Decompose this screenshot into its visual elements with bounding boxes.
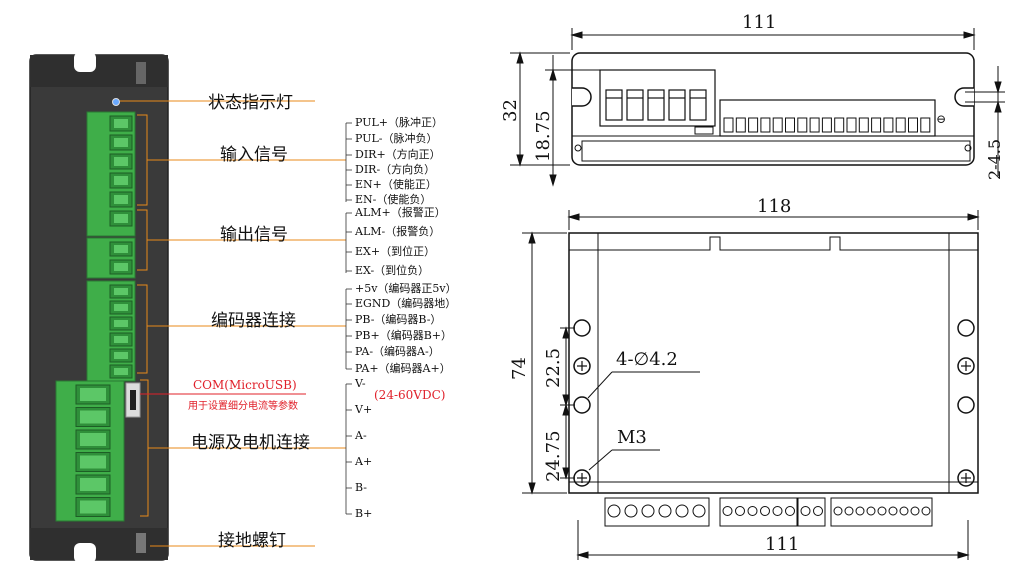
encoder-pin-label: EGND（编码器地） [355,297,457,310]
dim-thread: M3 [617,427,647,448]
power-pin-label: B- [355,481,368,494]
output-pin-label: ALM-（报警负） [355,225,441,238]
housing-top-flange [30,55,168,87]
mount-slot-top [74,52,96,72]
encoder-pin-label: +5v（编码器正5v） [355,282,457,295]
input-pin-label: EN-（使能负） [355,193,432,206]
orange-leader-lines [120,100,346,547]
output-pin-label: EX-（到位负） [355,264,430,277]
ground-screw [136,533,146,553]
voltage-label: (24-60VDC) [374,388,446,402]
dim-side-height: 32 [500,99,521,122]
dim-hole-spacing: 22.5 [543,347,564,388]
dim-body-height: 74 [509,357,530,380]
side-dimension-lines [510,28,1005,187]
power-pin-label: A+ [355,455,373,468]
top-view [568,232,979,527]
status-led-icon [112,98,120,106]
driver-front-view [29,52,352,563]
ground-screw-label: 接地螺钉 [218,531,286,551]
dim-small-gap: 2-4.5 [985,138,1004,180]
output-pin-label: EX+（到位正） [355,245,436,258]
input-signal-label: 输入信号 [220,145,288,165]
power-pin-label: A- [355,429,367,442]
dim-hole-bottom: 24.75 [543,430,564,482]
power-pin-label: V+ [355,403,373,416]
side-view [571,52,975,166]
dim-holes: 4-∅4.2 [616,349,678,370]
input-pin-label: EN+（使能正） [355,178,437,191]
dim-bottom-width: 111 [765,534,800,555]
dim-body-width: 118 [757,196,792,217]
power-pin-label: B+ [355,507,373,520]
encoder-label: 编码器连接 [211,311,296,331]
output-pin-label: ALM+（报警正） [355,206,446,219]
com-port-label: COM(MicroUSB) [193,378,297,392]
encoder-pin-label: PB+（编码器B+） [355,329,453,342]
input-pin-label: PUL-（脉冲负） [355,132,438,145]
power-pin-label: V- [355,377,366,390]
power-motor-label: 电源及电机连接 [191,433,310,453]
input-pin-label: DIR+（方向正） [355,148,441,161]
dim-terminal-height: 18.75 [533,110,554,162]
mount-slot-bottom [74,543,96,563]
com-desc-label: 用于设置细分电流等参数 [188,401,298,412]
encoder-pin-label: PA-（编码器A-） [355,345,440,358]
output-signal-label: 输出信号 [220,225,288,245]
housing-bottom-flange [30,528,168,560]
encoder-pin-label: PA+（编码器A+） [355,362,451,375]
input-pin-label: DIR-（方向负） [355,163,436,176]
status-led-label: 状态指示灯 [208,93,293,113]
encoder-pin-label: PB-（编码器B-） [355,313,442,326]
dim-top-width: 111 [742,12,777,33]
screw-top [136,62,146,84]
input-pin-label: PUL+（脉冲正） [355,116,443,129]
top-dimension-lines [522,210,980,560]
